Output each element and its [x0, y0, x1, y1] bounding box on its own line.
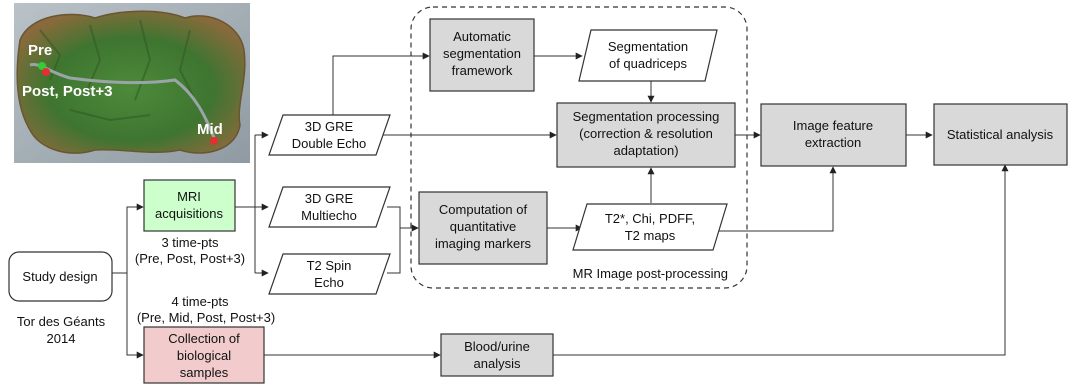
- statistical-analysis-box: [933, 103, 1068, 166]
- gre-multi-1: 3D GRE: [305, 191, 354, 206]
- mri-timepts-2: (Pre, Post, Post+3): [135, 251, 245, 266]
- auto-seg-2: segmentation: [443, 46, 521, 61]
- feature-1: Image feature: [793, 118, 873, 133]
- mri-label-2: acquisitions: [155, 206, 223, 221]
- bio-timepts-2: (Pre, Mid, Post, Post+3): [137, 310, 275, 325]
- computation-markers-box: [418, 191, 548, 265]
- comp-3: imaging markers: [435, 236, 532, 251]
- route-map: Pre Post, Post+3 Mid: [14, 3, 250, 163]
- map-label-post: Post, Post+3: [22, 83, 112, 100]
- blood-1: Blood/urine: [464, 339, 530, 354]
- event-year: 2014: [47, 331, 76, 346]
- auto-segmentation-box: [429, 18, 535, 92]
- gre-double-1: 3D GRE: [305, 119, 354, 134]
- study-design-box: [8, 251, 113, 302]
- auto-seg-1: Automatic: [453, 29, 511, 44]
- gre-multi-2: Multiecho: [301, 208, 357, 223]
- seg-proc-3: adaptation): [613, 143, 678, 158]
- maps-1: T2*, Chi, PDFF,: [605, 211, 695, 226]
- mr-postprocessing-region: [410, 6, 748, 289]
- map-label-pre: Pre: [28, 42, 52, 59]
- gre-multiecho-box: [268, 186, 391, 228]
- mri-timepts-1: 3 time-pts: [161, 235, 219, 250]
- seg-proc-2: (correction & resolution: [579, 126, 713, 141]
- mri-acquisitions-box: [143, 179, 236, 232]
- t2-spin-2: Echo: [314, 275, 344, 290]
- gre-double-2: Double Echo: [292, 136, 366, 151]
- seg-proc-1: Segmentation processing: [573, 109, 720, 124]
- t2-spin-1: T2 Spin: [307, 258, 352, 273]
- mid-marker: [210, 137, 218, 145]
- segmentation-quadriceps-box: [578, 29, 718, 82]
- maps-2: T2 maps: [625, 228, 676, 243]
- bio-label-2: biological: [177, 348, 231, 363]
- biological-samples-box: [143, 326, 265, 384]
- event-name: Tor des Géants: [17, 314, 106, 329]
- pre-marker: [38, 62, 46, 70]
- bio-timepts-1: 4 time-pts: [171, 294, 229, 309]
- feature-extraction-box: [760, 103, 907, 167]
- post-marker: [42, 68, 50, 76]
- comp-2: quantitative: [450, 219, 517, 234]
- t2-spin-echo-box: [268, 253, 391, 295]
- blood-urine-box: [440, 333, 554, 377]
- ridges: [39, 19, 201, 122]
- seg-quad-2: of quadriceps: [609, 56, 688, 71]
- seg-quad-1: Segmentation: [608, 39, 688, 54]
- quant-maps-box: [572, 203, 728, 251]
- gre-double-echo-box: [268, 114, 391, 156]
- blood-2: analysis: [474, 356, 521, 371]
- map-label-mid: Mid: [197, 121, 223, 138]
- bio-label-3: samples: [180, 365, 229, 380]
- connectors: [112, 52, 1009, 359]
- mr-postprocessing-label: MR Image post-processing: [573, 266, 728, 281]
- comp-1: Computation of: [439, 202, 528, 217]
- bio-label-1: Collection of: [168, 331, 240, 346]
- segmentation-processing-box: [556, 102, 736, 168]
- stats-label: Statistical analysis: [947, 127, 1054, 142]
- auto-seg-3: framework: [452, 63, 513, 78]
- mri-label-1: MRI: [177, 189, 201, 204]
- feature-2: extraction: [805, 135, 861, 150]
- study-design-label: Study design: [22, 269, 97, 284]
